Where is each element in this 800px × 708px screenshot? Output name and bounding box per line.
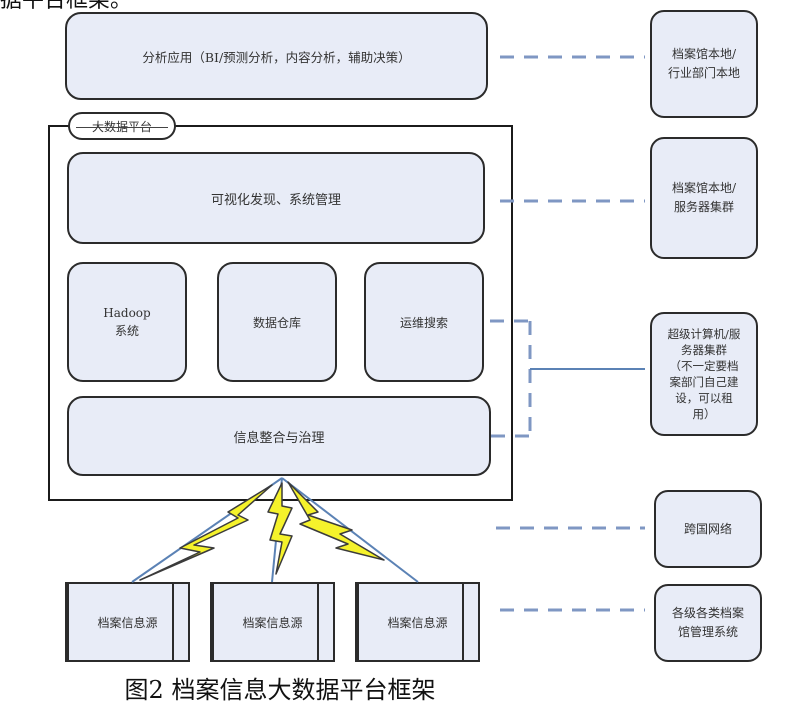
source-bar-right (317, 584, 333, 660)
ops-search-label: 运维搜索 (399, 315, 448, 330)
side-box-local-server: 档案馆本地/ 服务器集群 (650, 137, 758, 259)
figure-caption: 图2 档案信息大数据平台框架 (124, 676, 436, 704)
source-bar-left (357, 584, 373, 660)
archive-source-label-1: 档案信息源 (97, 615, 158, 630)
side-box-archive-management: 各级各类档案 馆管理系统 (654, 584, 762, 662)
analysis-application-label: 分析应用（BI/预测分析，内容分析，辅助决策） (142, 49, 411, 65)
side-box-local-server-label: 档案馆本地/ 服务器集群 (671, 181, 737, 214)
hadoop-label: Hadoop 系统 (103, 306, 151, 338)
side-box-local-industry: 档案馆本地/ 行业部门本地 (650, 10, 758, 118)
source-bar-left (67, 584, 83, 660)
platform-label: 大数据平台 (91, 119, 152, 134)
dashed-connectors (490, 55, 645, 612)
data-warehouse-label: 数据仓库 (252, 315, 301, 330)
visual-discovery-box: 可视化发现、系统管理 (67, 152, 485, 244)
hadoop-box: Hadoop 系统 (67, 262, 187, 382)
data-warehouse-box: 数据仓库 (217, 262, 337, 382)
side-box-transnational-network-label: 跨国网络 (683, 521, 732, 536)
lightning-bolt-right (287, 481, 385, 561)
lightning-bolt-middle (267, 482, 293, 575)
archive-source-box-3: 档案信息源 (355, 582, 480, 662)
analysis-application-box: 分析应用（BI/预测分析，内容分析，辅助决策） (65, 12, 488, 100)
visual-discovery-label: 可视化发现、系统管理 (210, 192, 341, 208)
archive-source-label-2: 档案信息源 (242, 615, 303, 630)
lightning-bolt-left (139, 484, 273, 581)
integration-governance-box: 信息整合与治理 (67, 396, 491, 476)
integration-governance-label: 信息整合与治理 (233, 430, 325, 446)
archive-source-label-3: 档案信息源 (387, 615, 448, 630)
side-box-local-industry-label: 档案馆本地/ 行业部门本地 (667, 47, 740, 80)
archive-source-box-2: 档案信息源 (210, 582, 335, 662)
source-bar-left (212, 584, 228, 660)
ops-search-box: 运维搜索 (364, 262, 484, 382)
top-cutoff-text: 据平台框架。 (0, 0, 133, 13)
side-box-supercomputer-label: 超级计算机/服 务器集群 （不一定要档 案部门自己建 设，可以租 用） (667, 327, 741, 421)
side-box-archive-management-label: 各级各类档案 馆管理系统 (671, 606, 744, 639)
archive-source-box-1: 档案信息源 (65, 582, 190, 662)
side-box-transnational-network: 跨国网络 (654, 490, 762, 568)
source-bar-right (172, 584, 188, 660)
platform-label-pill: 大数据平台 (68, 112, 176, 140)
lightning-bolts (139, 481, 385, 581)
platform-label-strike-line (76, 127, 168, 128)
side-box-supercomputer: 超级计算机/服 务器集群 （不一定要档 案部门自己建 设，可以租 用） (650, 312, 758, 436)
source-bar-right (462, 584, 478, 660)
